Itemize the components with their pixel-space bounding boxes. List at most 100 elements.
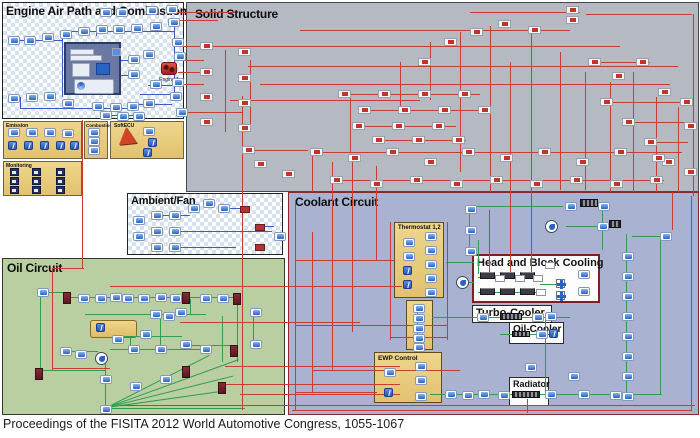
model-block[interactable] xyxy=(133,112,145,121)
model-block[interactable] xyxy=(174,52,186,61)
matlab-icon[interactable] xyxy=(117,126,137,145)
model-block[interactable] xyxy=(26,93,38,102)
model-block[interactable] xyxy=(60,347,72,356)
model-block[interactable] xyxy=(150,22,162,31)
model-block[interactable] xyxy=(44,92,56,101)
model-block[interactable] xyxy=(56,177,65,185)
model-block[interactable] xyxy=(92,102,104,111)
model-block[interactable] xyxy=(480,288,495,295)
model-block[interactable] xyxy=(352,122,365,130)
model-block[interactable] xyxy=(338,90,351,98)
model-block[interactable] xyxy=(32,177,41,185)
model-block[interactable] xyxy=(170,294,182,303)
model-block[interactable] xyxy=(500,154,513,162)
model-block[interactable] xyxy=(75,350,87,359)
model-block[interactable] xyxy=(680,98,693,106)
model-block[interactable] xyxy=(452,136,465,144)
model-block[interactable] xyxy=(110,293,122,302)
model-block[interactable] xyxy=(133,232,145,241)
model-block[interactable] xyxy=(238,74,251,82)
model-block[interactable] xyxy=(62,99,74,108)
model-block[interactable] xyxy=(597,222,609,231)
model-block[interactable] xyxy=(217,294,229,303)
model-block[interactable] xyxy=(182,366,190,378)
model-block[interactable] xyxy=(128,55,140,64)
model-block[interactable] xyxy=(568,372,580,381)
model-block[interactable] xyxy=(536,289,546,296)
model-block[interactable] xyxy=(425,288,437,297)
model-block[interactable] xyxy=(37,288,49,297)
model-block[interactable] xyxy=(358,106,371,114)
model-block[interactable] xyxy=(545,262,555,269)
model-block[interactable] xyxy=(176,108,188,117)
engine-mask-panel[interactable] xyxy=(64,42,121,95)
model-block[interactable] xyxy=(24,36,36,45)
pump-icon[interactable] xyxy=(95,352,108,365)
model-block[interactable] xyxy=(182,292,190,304)
model-block[interactable] xyxy=(415,392,427,401)
model-block[interactable] xyxy=(155,345,167,354)
model-block[interactable] xyxy=(150,310,162,319)
model-block[interactable] xyxy=(56,186,65,194)
model-block[interactable] xyxy=(200,42,213,50)
model-block[interactable] xyxy=(398,106,411,114)
model-block[interactable] xyxy=(378,90,391,98)
model-block[interactable] xyxy=(112,335,124,344)
model-block[interactable] xyxy=(151,211,163,220)
model-block[interactable] xyxy=(622,252,634,261)
model-block[interactable] xyxy=(26,128,38,137)
model-block[interactable] xyxy=(160,375,172,384)
model-block[interactable] xyxy=(658,88,671,96)
model-block[interactable] xyxy=(100,111,112,120)
model-block[interactable] xyxy=(155,293,167,302)
model-block[interactable] xyxy=(242,146,255,154)
model-block[interactable] xyxy=(576,158,589,166)
model-block[interactable] xyxy=(415,362,427,371)
model-block[interactable] xyxy=(425,232,437,241)
panel-emission[interactable]: Emission xyxy=(3,121,82,159)
model-block[interactable] xyxy=(438,106,451,114)
model-block[interactable] xyxy=(384,368,396,377)
model-block[interactable] xyxy=(78,27,90,36)
model-block[interactable] xyxy=(238,48,251,56)
model-block[interactable] xyxy=(498,391,510,400)
model-block[interactable] xyxy=(515,275,525,282)
model-block[interactable] xyxy=(282,170,295,178)
model-block[interactable] xyxy=(462,148,475,156)
model-block[interactable] xyxy=(238,99,251,107)
model-block[interactable] xyxy=(166,5,178,14)
model-block[interactable] xyxy=(644,138,657,146)
model-block[interactable] xyxy=(96,25,108,34)
model-block[interactable] xyxy=(450,180,463,188)
model-block[interactable] xyxy=(622,372,634,381)
model-block[interactable] xyxy=(684,122,697,130)
model-block[interactable] xyxy=(622,272,634,281)
model-block[interactable] xyxy=(117,112,129,121)
model-block[interactable] xyxy=(42,33,54,42)
model-block[interactable] xyxy=(570,176,583,184)
model-block[interactable] xyxy=(556,279,566,289)
model-block[interactable] xyxy=(465,226,477,235)
model-block[interactable] xyxy=(169,243,181,252)
model-block[interactable] xyxy=(200,294,212,303)
model-block[interactable] xyxy=(418,58,431,66)
heat-exchanger-icon[interactable] xyxy=(580,199,598,207)
model-block[interactable] xyxy=(131,24,143,33)
model-block[interactable] xyxy=(478,106,491,114)
model-block[interactable] xyxy=(88,128,100,137)
model-block[interactable] xyxy=(240,206,250,213)
model-block[interactable] xyxy=(188,204,200,213)
pump-icon[interactable] xyxy=(456,276,469,289)
model-block[interactable] xyxy=(151,243,163,252)
model-block[interactable] xyxy=(578,287,590,296)
model-block[interactable] xyxy=(128,345,140,354)
model-block[interactable] xyxy=(458,90,471,98)
model-block[interactable] xyxy=(150,80,162,89)
model-block[interactable] xyxy=(372,136,385,144)
model-block[interactable] xyxy=(598,202,610,211)
model-block[interactable] xyxy=(403,280,412,289)
model-block[interactable] xyxy=(200,93,213,101)
model-block[interactable] xyxy=(470,28,483,36)
model-block[interactable] xyxy=(432,122,445,130)
model-block[interactable] xyxy=(536,330,548,339)
